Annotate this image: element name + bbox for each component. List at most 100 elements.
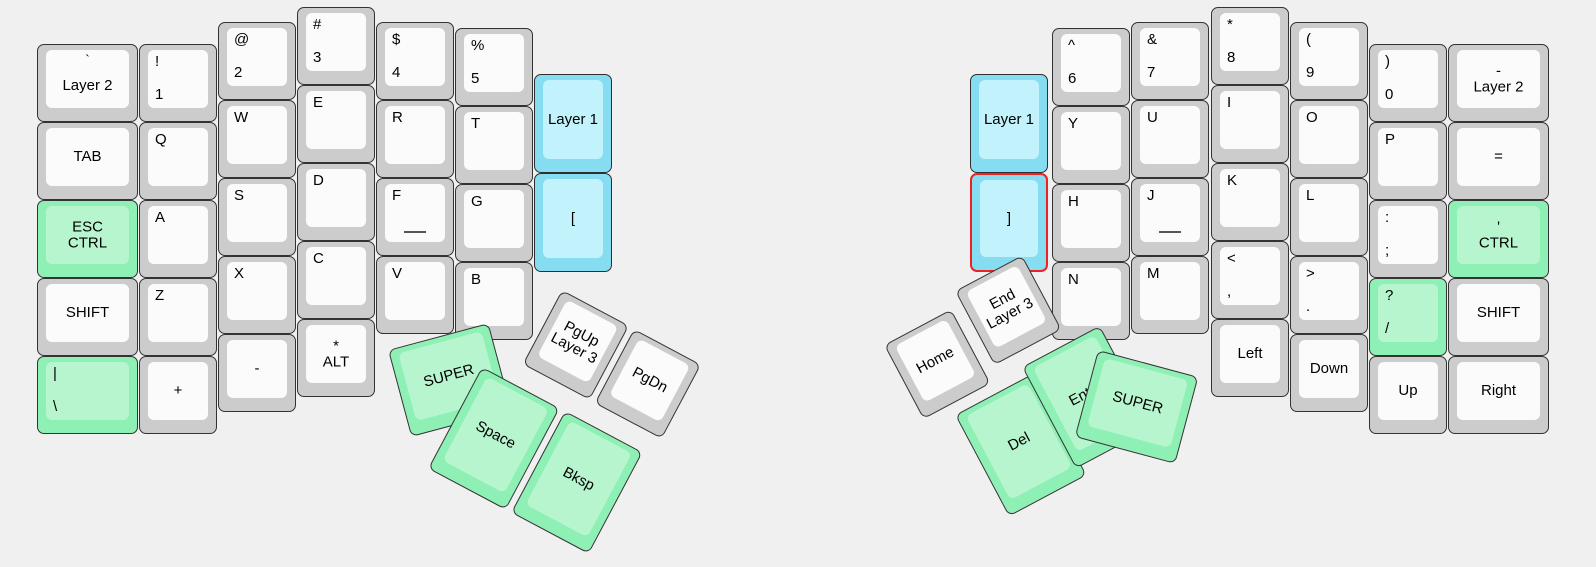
key-legend: Down xyxy=(1309,360,1349,378)
key-comma-lt[interactable]: <, xyxy=(1211,241,1289,319)
key-legend: 3 xyxy=(313,49,322,67)
key-legend: Bksp xyxy=(560,463,598,494)
key-layer1-right[interactable]: Layer 1 xyxy=(970,74,1048,173)
key-legend: G xyxy=(471,193,483,210)
key-7-amp[interactable]: &7 xyxy=(1131,22,1209,100)
key-semicolon-colon[interactable]: :; xyxy=(1369,200,1447,278)
key-equals[interactable]: = xyxy=(1448,122,1549,200)
keycap-surface: F xyxy=(385,184,445,242)
key-legend: PgDn xyxy=(629,363,671,397)
key-bracket-right[interactable]: ] xyxy=(970,173,1048,272)
keycap-surface: Down xyxy=(1299,340,1359,398)
key-legend: 0 xyxy=(1385,86,1394,104)
key-bracket-left[interactable]: [ xyxy=(534,173,612,272)
key-m[interactable]: M xyxy=(1131,256,1209,334)
key-3-hash[interactable]: #3 xyxy=(297,7,375,85)
keycap-surface: Layer 1 xyxy=(979,80,1039,159)
key-legend: N xyxy=(1068,271,1079,288)
key-legend: Del xyxy=(1004,428,1033,455)
key-9-lparen[interactable]: (9 xyxy=(1290,22,1368,100)
keycap-surface: `Layer 2 xyxy=(46,50,129,108)
key-minus-layer2[interactable]: -Layer 2 xyxy=(1448,44,1549,122)
key-minus[interactable]: - xyxy=(218,334,296,412)
key-a[interactable]: A xyxy=(139,200,217,278)
key-8-asterisk[interactable]: *8 xyxy=(1211,7,1289,85)
key-plus[interactable]: + xyxy=(139,356,217,434)
key-n[interactable]: N xyxy=(1052,262,1130,340)
key-legend-shifted: > xyxy=(1306,265,1315,282)
key-legend: U xyxy=(1147,109,1158,126)
key-legend: Q xyxy=(155,131,167,148)
key-down[interactable]: Down xyxy=(1290,334,1368,412)
key-2-at[interactable]: @2 xyxy=(218,22,296,100)
key-legend-shifted: # xyxy=(313,16,322,33)
key-q[interactable]: Q xyxy=(139,122,217,200)
key-left[interactable]: Left xyxy=(1211,319,1289,397)
keycap-surface: <, xyxy=(1220,247,1280,305)
key-legend-shifted: ) xyxy=(1385,53,1390,70)
key-h[interactable]: H xyxy=(1052,184,1130,262)
key-legend: V xyxy=(392,265,403,282)
key-0-rparen[interactable]: )0 xyxy=(1369,44,1447,122)
keycap-surface: PgDn xyxy=(609,338,691,423)
key-legend: S xyxy=(234,187,245,204)
keycap-surface: :; xyxy=(1378,206,1438,264)
key-z[interactable]: Z xyxy=(139,278,217,356)
key-r[interactable]: R xyxy=(376,100,454,178)
key-legend: . xyxy=(1306,298,1311,316)
key-b[interactable]: B xyxy=(455,262,533,340)
key-u[interactable]: U xyxy=(1131,100,1209,178)
key-pipe-backslash[interactable]: |\ xyxy=(37,356,138,434)
key-s[interactable]: S xyxy=(218,178,296,256)
keycap-surface: (9 xyxy=(1299,28,1359,86)
keycap-surface: ^6 xyxy=(1061,34,1121,92)
key-f[interactable]: F xyxy=(376,178,454,256)
key-legend: H xyxy=(1068,193,1079,210)
key-k[interactable]: K xyxy=(1211,163,1289,241)
key-o[interactable]: O xyxy=(1290,100,1368,178)
key-legend: M xyxy=(1147,265,1160,282)
keycap-surface: - xyxy=(227,340,287,398)
key-legend: 5 xyxy=(471,70,480,88)
key-shift-right[interactable]: SHIFT xyxy=(1448,278,1549,356)
key-g[interactable]: G xyxy=(455,184,533,262)
key-slash-question[interactable]: ?/ xyxy=(1369,278,1447,356)
key-layer1-left[interactable]: Layer 1 xyxy=(534,74,612,173)
key-grave-layer2[interactable]: `Layer 2 xyxy=(37,44,138,122)
key-y[interactable]: Y xyxy=(1052,106,1130,184)
key-c[interactable]: C xyxy=(297,241,375,319)
key-d[interactable]: D xyxy=(297,163,375,241)
key-w[interactable]: W xyxy=(218,100,296,178)
keycap-surface: SHIFT xyxy=(1457,284,1540,342)
key-e[interactable]: E xyxy=(297,85,375,163)
keycap-surface: !1 xyxy=(148,50,208,108)
key-period-gt[interactable]: >. xyxy=(1290,256,1368,334)
key-i[interactable]: I xyxy=(1211,85,1289,163)
key-t[interactable]: T xyxy=(455,106,533,184)
key-l[interactable]: L xyxy=(1290,178,1368,256)
key-4-dollar[interactable]: $4 xyxy=(376,22,454,100)
key-v[interactable]: V xyxy=(376,256,454,334)
key-1-exclaim[interactable]: !1 xyxy=(139,44,217,122)
keycap-surface: E xyxy=(306,91,366,149)
key-legend: J xyxy=(1147,187,1155,204)
key-tab[interactable]: TAB xyxy=(37,122,138,200)
key-5-percent[interactable]: %5 xyxy=(455,28,533,106)
key-legend-shifted: ? xyxy=(1385,287,1394,304)
key-right[interactable]: Right xyxy=(1448,356,1549,434)
keycap-surface: 'CTRL xyxy=(1457,206,1540,264)
key-j[interactable]: J xyxy=(1131,178,1209,256)
key-legend: -Layer 2 xyxy=(1473,62,1524,95)
key-x[interactable]: X xyxy=(218,256,296,334)
key-legend: Z xyxy=(155,287,165,304)
key-shift[interactable]: SHIFT xyxy=(37,278,138,356)
key-quote-ctrl[interactable]: 'CTRL xyxy=(1448,200,1549,278)
key-p[interactable]: P xyxy=(1369,122,1447,200)
key-asterisk-alt[interactable]: *ALT xyxy=(297,319,375,397)
key-legend: 9 xyxy=(1306,64,1315,82)
key-6-caret[interactable]: ^6 xyxy=(1052,28,1130,106)
key-up[interactable]: Up xyxy=(1369,356,1447,434)
